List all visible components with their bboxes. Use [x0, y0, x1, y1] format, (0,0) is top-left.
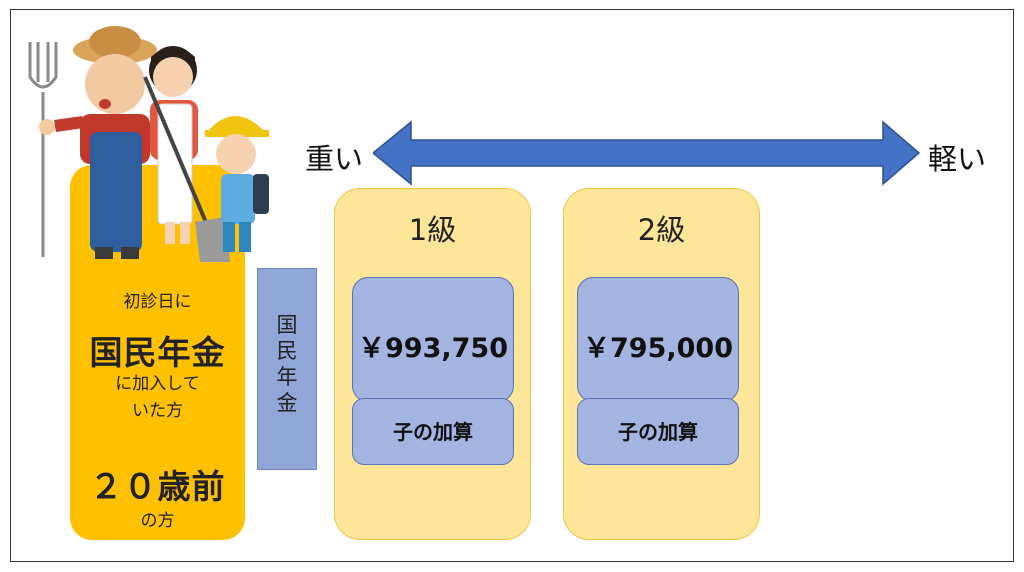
scale-heavy-label: 重い: [305, 142, 364, 176]
grade-2-title: 2級: [637, 213, 686, 247]
grade-2-amount: ￥795,000: [583, 333, 733, 364]
eligibility-line-2: 国民年金: [89, 333, 226, 372]
national-pension-box: [257, 268, 317, 470]
scale-light-label: 軽い: [928, 142, 987, 176]
grade-1-child-addition: 子の加算: [393, 420, 473, 444]
grade-1-amount: ￥993,750: [358, 333, 508, 364]
eligibility-line-3: に加入して: [115, 374, 200, 394]
eligibility-line-4: いた方: [132, 401, 183, 421]
grade-1-child-addition-box: [352, 398, 514, 465]
double-headed-arrow-icon: [373, 120, 921, 186]
grade-2-child-addition-box: [577, 398, 739, 465]
eligibility-line-6: の方: [140, 511, 175, 531]
national-pension-label: 国民年金: [276, 313, 298, 415]
eligibility-line-5: ２０歳前: [89, 467, 226, 506]
grade-1-amount-box: [352, 277, 514, 402]
farmer-family-illustration-icon: [28, 26, 269, 262]
grade-2-child-addition: 子の加算: [618, 420, 698, 444]
grade-1-title: 1級: [408, 213, 457, 247]
eligibility-line-1: 初診日に: [123, 292, 192, 312]
